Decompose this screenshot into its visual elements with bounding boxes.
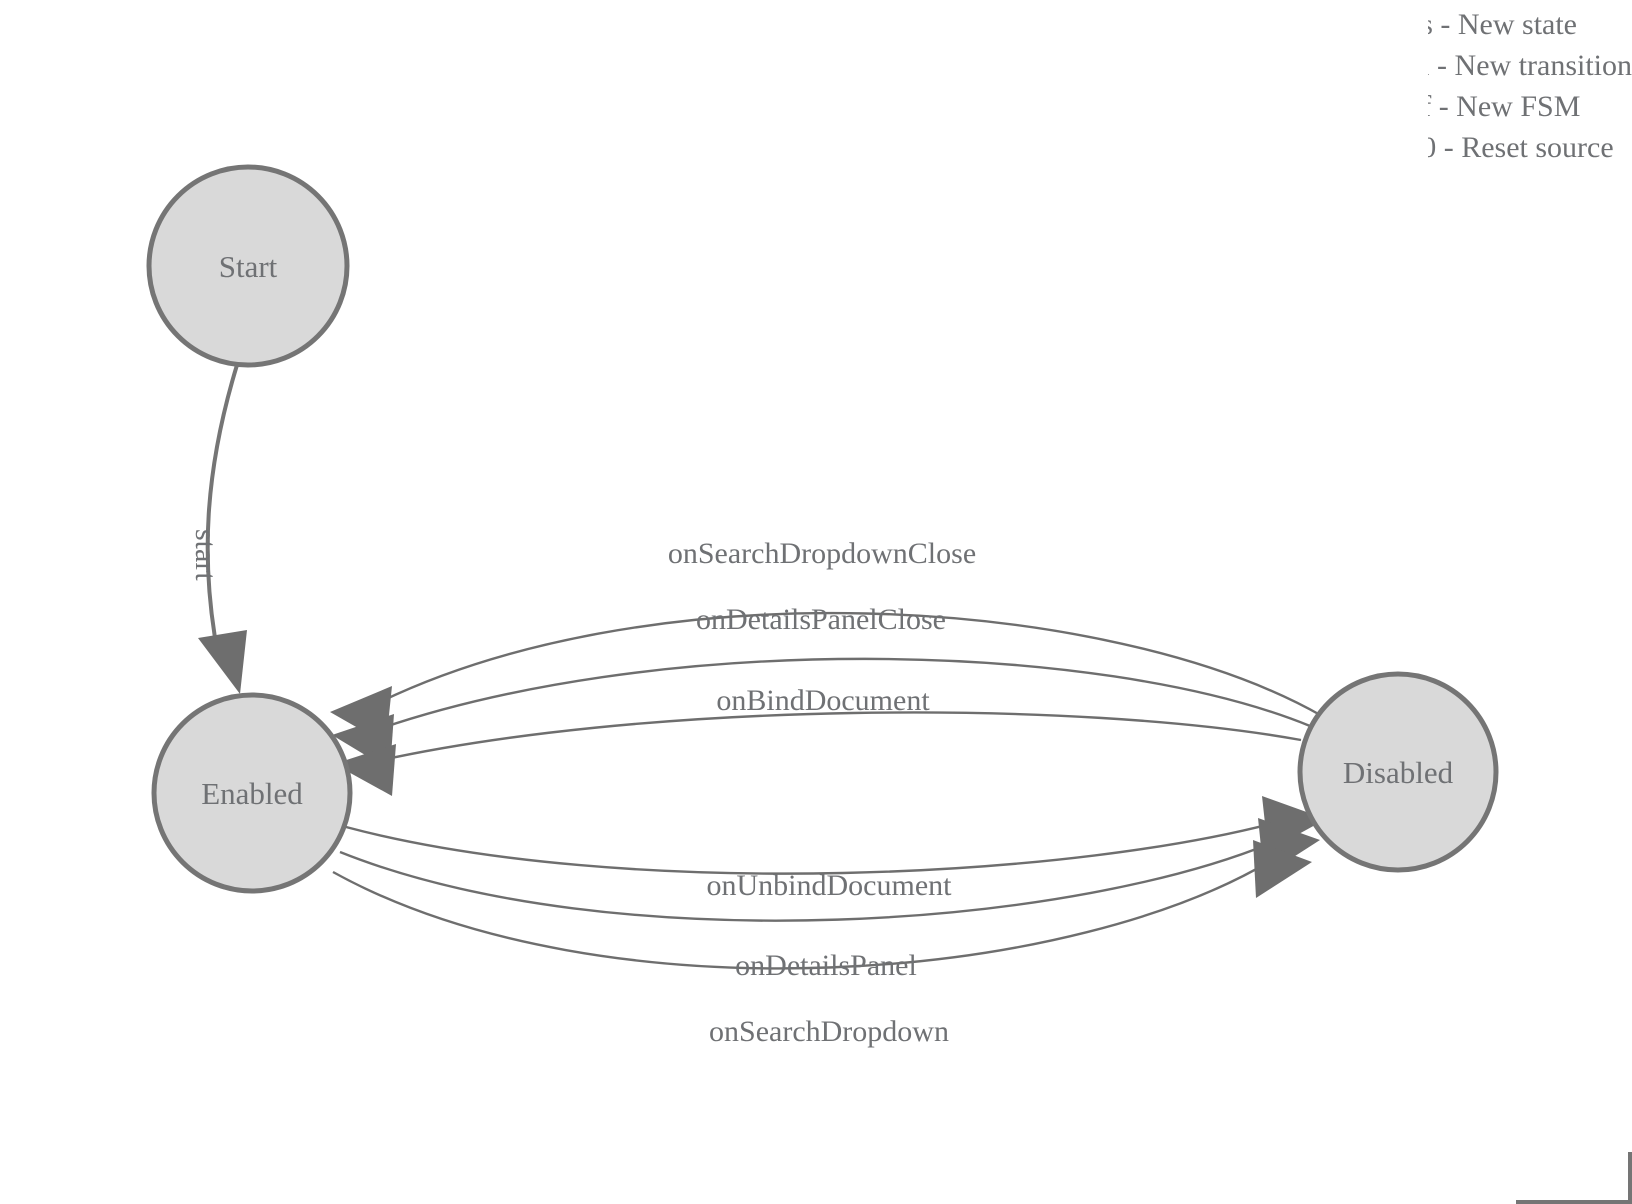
- node-circle: [151, 692, 353, 894]
- node-disabled[interactable]: Disabled: [1297, 671, 1499, 873]
- edge-line: [363, 711, 1302, 766]
- arrow-head-icon: [1253, 840, 1312, 898]
- edge-line: [205, 364, 239, 656]
- arrow-head-icon: [334, 744, 396, 796]
- edge-label-on-unbind-document: onUnbindDocument: [707, 869, 953, 902]
- edge-line: [332, 850, 1286, 970]
- edge-enabled-to-disabled-unbind-document[interactable]: [345, 796, 1326, 875]
- edge-enabled-to-disabled-search-dropdown[interactable]: [332, 840, 1312, 970]
- edge-line: [359, 611, 1323, 718]
- hotkey-line-new-fsm: f - New FSM: [1428, 90, 1581, 123]
- hotkey-help-overlay: s - New state l - New transition f - New…: [1428, 0, 1632, 180]
- edge-start-to-enabled[interactable]: [198, 364, 247, 694]
- hotkey-line-new-transition: l - New transition: [1428, 49, 1632, 82]
- node-enabled[interactable]: Enabled: [151, 692, 353, 894]
- edge-line: [361, 657, 1311, 737]
- node-circle: [146, 164, 350, 368]
- edge-line: [345, 815, 1297, 875]
- hotkey-line-new-state: s - New state: [1428, 8, 1577, 41]
- arrow-head-icon: [198, 630, 247, 694]
- hotkey-line-reset-source: 0 - Reset source: [1428, 131, 1614, 164]
- edge-label-on-details-panel-close: onDetailsPanelClose: [696, 603, 946, 636]
- edge-label-on-search-dropdown-close: onSearchDropdownClose: [668, 537, 976, 570]
- edge-label-on-search-dropdown: onSearchDropdown: [709, 1015, 949, 1048]
- node-circle: [1297, 671, 1499, 873]
- edge-label-on-bind-document: onBindDocument: [716, 684, 930, 717]
- node-label-disabled: Disabled: [1343, 755, 1454, 790]
- edge-disabled-to-enabled-bind-document[interactable]: [334, 711, 1302, 796]
- node-label-enabled: Enabled: [201, 776, 303, 811]
- edge-line: [339, 833, 1291, 922]
- edge-label-start: start: [189, 529, 222, 581]
- node-start[interactable]: Start: [146, 164, 350, 368]
- edge-label-on-details-panel: onDetailsPanel: [735, 949, 917, 982]
- node-label-start: Start: [219, 249, 278, 284]
